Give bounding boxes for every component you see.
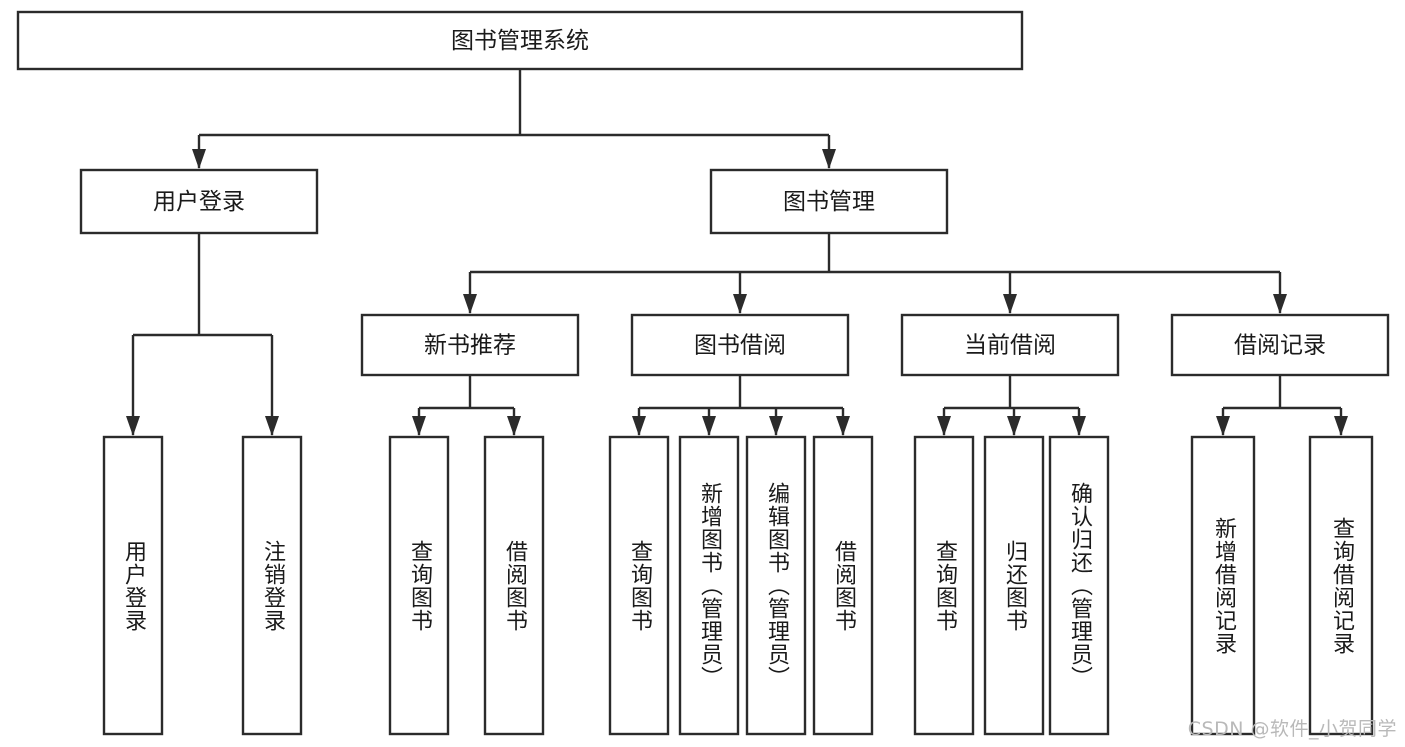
arrow-head-icon <box>412 416 426 436</box>
leaf-node-4[interactable] <box>608 435 670 736</box>
level3-node-0-label: 新书推荐 <box>424 333 516 359</box>
arrow-head-icon <box>265 416 279 436</box>
leaf-node-2[interactable] <box>388 435 450 736</box>
leaf-node-10[interactable] <box>1048 435 1110 736</box>
leaf-node-3[interactable] <box>483 435 545 736</box>
arrow-head-icon <box>1007 416 1021 436</box>
level2-node-0[interactable] <box>79 168 319 235</box>
arrow-head-icon <box>1216 416 1230 436</box>
arrow-head-icon <box>702 416 716 436</box>
leaf-node-1[interactable] <box>241 435 303 736</box>
leaf-node-12[interactable] <box>1308 435 1374 736</box>
arrow-head-icon <box>463 294 477 314</box>
level3-node-2-label: 当前借阅 <box>964 333 1056 359</box>
arrow-head-icon <box>1003 294 1017 314</box>
arrow-head-icon <box>192 149 206 169</box>
leaf-node-7[interactable] <box>812 435 874 736</box>
level2-node-1-label: 图书管理 <box>783 189 875 215</box>
arrow-head-icon <box>632 416 646 436</box>
watermark-text: CSDN @软件_小贺同学 <box>1187 718 1397 740</box>
level2-node-1[interactable] <box>709 168 949 235</box>
root-node-图书管理系统[interactable] <box>16 10 1024 71</box>
arrow-head-icon <box>1273 294 1287 314</box>
level2-node-0-label: 用户登录 <box>153 189 245 215</box>
level3-node-3[interactable] <box>1170 313 1390 377</box>
arrow-head-icon <box>836 416 850 436</box>
leaf-node-9[interactable] <box>983 435 1045 736</box>
arrow-head-icon <box>1334 416 1348 436</box>
leaf-node-8[interactable] <box>913 435 975 736</box>
level3-node-0[interactable] <box>360 313 580 377</box>
leaf-node-11[interactable] <box>1190 435 1256 736</box>
level3-node-1[interactable] <box>630 313 850 377</box>
leaf-node-6[interactable] <box>745 435 807 736</box>
arrow-head-icon <box>1072 416 1086 436</box>
level3-node-2[interactable] <box>900 313 1120 377</box>
root-node-图书管理系统-label: 图书管理系统 <box>451 28 589 54</box>
level3-node-1-label: 图书借阅 <box>694 333 786 359</box>
arrow-head-icon <box>507 416 521 436</box>
leaf-node-0[interactable] <box>102 435 164 736</box>
arrow-head-icon <box>126 416 140 436</box>
arrow-head-icon <box>822 149 836 169</box>
level3-node-3-label: 借阅记录 <box>1234 333 1326 359</box>
arrow-head-icon <box>733 294 747 314</box>
leaf-node-5[interactable] <box>678 435 740 736</box>
arrow-head-icon <box>937 416 951 436</box>
arrow-head-icon <box>769 416 783 436</box>
